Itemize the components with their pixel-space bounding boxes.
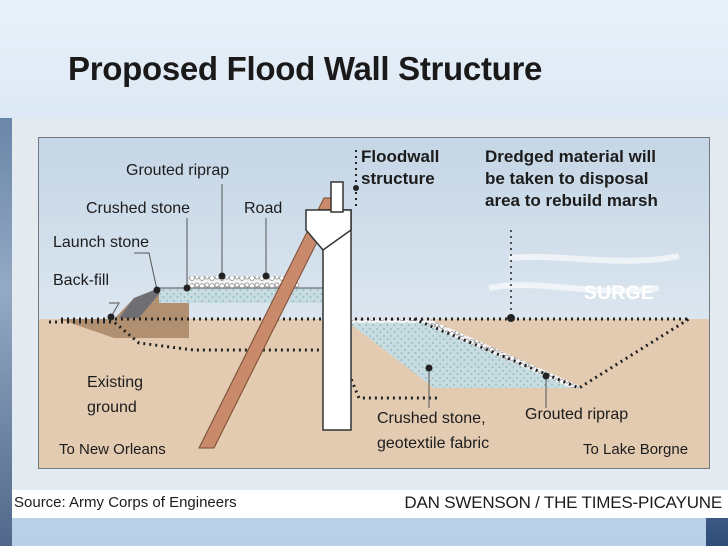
label-back-fill: Back-fill (53, 272, 110, 289)
label-to-new-orleans: To New Orleans (59, 441, 166, 458)
label-crushed-stone-bottom: Crushed stone, geotextile fabric (377, 410, 490, 452)
label-road: Road (244, 200, 283, 217)
label-floodwall-structure: Floodwall structure (361, 147, 440, 188)
label-grouted-riprap-bottom: Grouted riprap (525, 406, 629, 423)
floodwall-leader-dot (353, 185, 359, 191)
launch-stone-dot (153, 286, 161, 294)
floodwall-top (330, 181, 344, 213)
road-dot (262, 272, 270, 280)
grouted-riprap-bottom-dot (542, 372, 550, 380)
launch-stone-layer (119, 288, 164, 318)
grouted-riprap-top-dot (218, 272, 226, 280)
crushed-stone-channel (344, 319, 579, 388)
surge-clouds (488, 253, 680, 294)
credit-line: DAN SWENSON / THE TIMES-PICAYUNE (404, 493, 722, 512)
channel-profile-line (413, 317, 690, 390)
launch-stone-leader (134, 252, 158, 291)
cross-section-panel: Grouted riprap Crushed stone Road Launch… (38, 137, 710, 469)
road-riprap (189, 276, 299, 288)
flood-wall-figure: Grouted riprap Crushed stone Road Launch… (12, 118, 728, 518)
source-line: Source: Army Corps of Engineers (14, 494, 237, 511)
label-to-lake-borgne: To Lake Borgne (583, 441, 689, 458)
label-dredged-material: Dredged material will be taken to dispos… (485, 147, 658, 210)
back-fill-dot (107, 313, 115, 321)
grouted-riprap-upper (344, 319, 434, 323)
crushed-stone-bottom-dot (425, 364, 433, 372)
slide-title: Proposed Flood Wall Structure (68, 50, 543, 87)
label-grouted-riprap-top: Grouted riprap (126, 162, 230, 179)
source-strip: Source: Army Corps of Engineers DAN SWEN… (12, 490, 728, 518)
source-prefix: Source: (14, 494, 66, 511)
left-building-decoration (0, 118, 12, 546)
label-crushed-stone-top: Crushed stone (86, 200, 191, 217)
cross-section-diagram (39, 138, 709, 468)
label-existing-ground: Existing ground (87, 374, 144, 416)
label-surge: SURGE (584, 283, 655, 304)
dredged-leader-dot (507, 314, 515, 322)
label-launch-stone: Launch stone (53, 234, 150, 251)
crushed-stone-top-dot (183, 284, 191, 292)
back-fill-leader (109, 302, 120, 318)
source-name: Army Corps of Engineers (69, 494, 237, 511)
